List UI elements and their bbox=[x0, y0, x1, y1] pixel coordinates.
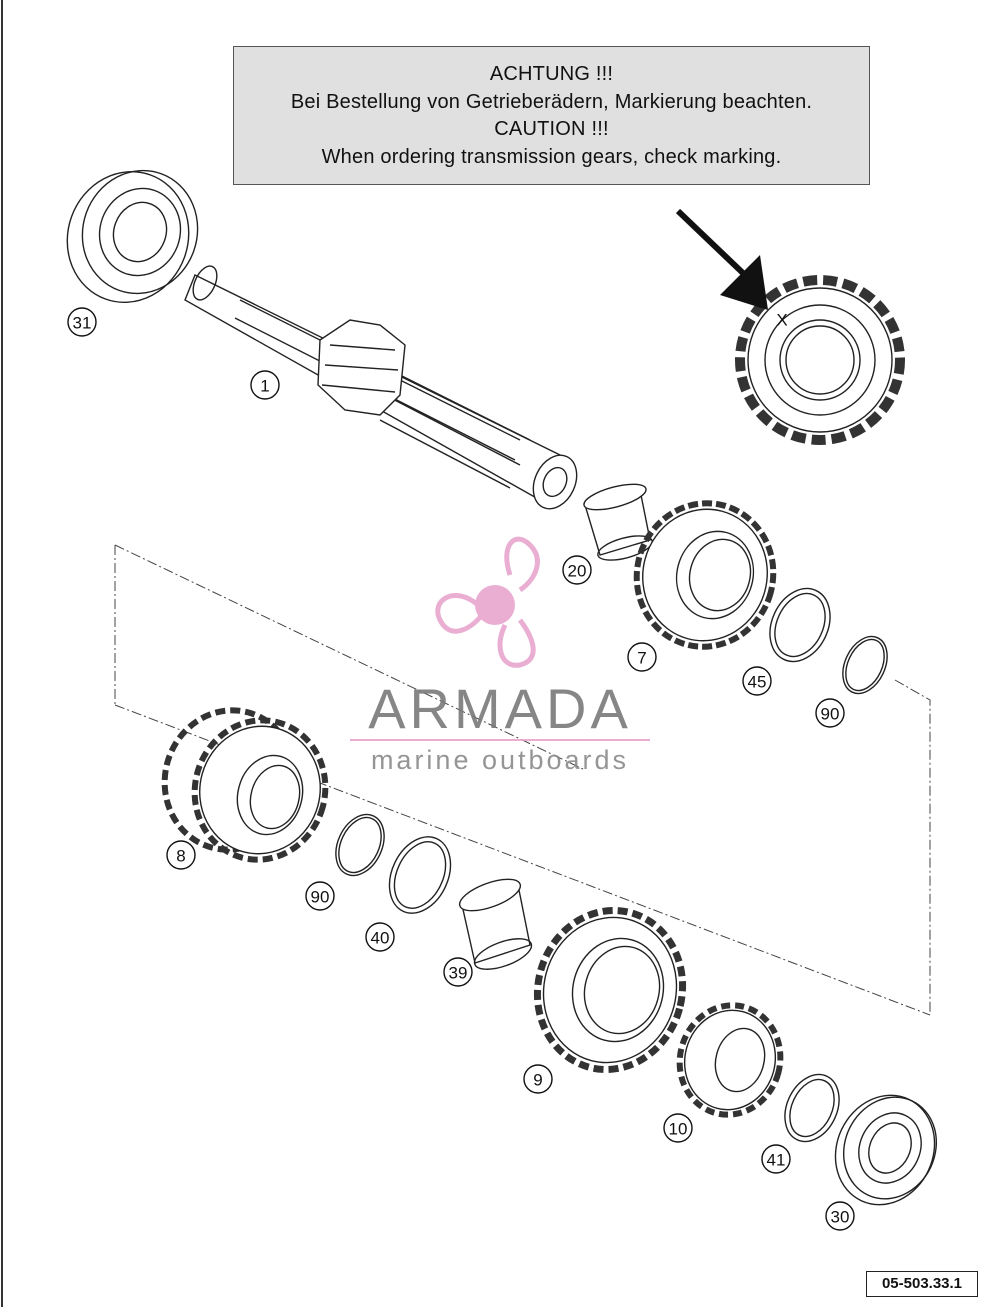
caution-notice-box: ACHTUNG !!! Bei Bestellung von Getrieber… bbox=[233, 46, 870, 185]
bushing-39 bbox=[458, 878, 533, 970]
notice-line-en-title: CAUTION !!! bbox=[494, 118, 609, 140]
part-number: 30 bbox=[831, 1208, 850, 1227]
part-number: 1 bbox=[260, 377, 269, 396]
part-number: 10 bbox=[669, 1120, 688, 1139]
gear-8 bbox=[161, 707, 329, 863]
part-number: 8 bbox=[176, 847, 185, 866]
part-label-9: 9 bbox=[523, 1064, 553, 1094]
notice-line-en-text: When ordering transmission gears, check … bbox=[321, 145, 782, 168]
part-number: 31 bbox=[73, 314, 92, 333]
washer-45 bbox=[769, 587, 831, 663]
part-label-45: 45 bbox=[742, 666, 772, 696]
marked-gear-detail bbox=[735, 275, 905, 445]
reference-code: 05-503.33.1 bbox=[866, 1271, 978, 1297]
marking-arrow bbox=[675, 208, 768, 310]
propeller-logo-icon bbox=[435, 536, 540, 668]
part-number: 7 bbox=[637, 649, 646, 668]
part-label-90: 90 bbox=[815, 698, 845, 728]
part-label-31: 31 bbox=[67, 307, 97, 337]
part-label-40: 40 bbox=[365, 922, 395, 952]
part-label-90: 90 bbox=[305, 881, 335, 911]
part-label-30: 30 bbox=[825, 1201, 855, 1231]
notice-line-de-text: Bei Bestellung von Getrieberädern, Marki… bbox=[290, 90, 813, 113]
part-label-39: 39 bbox=[443, 957, 473, 987]
part-label-7: 7 bbox=[627, 642, 657, 672]
watermark-tagline: marine outboards bbox=[371, 745, 629, 775]
washer-40 bbox=[388, 836, 452, 914]
part-label-20: 20 bbox=[562, 555, 592, 585]
notice-line-de-title: ACHTUNG !!! bbox=[489, 63, 614, 85]
part-number: 90 bbox=[821, 705, 840, 724]
circlip-90-bottom bbox=[335, 813, 385, 877]
washer-41 bbox=[784, 1073, 840, 1143]
main-shaft-1 bbox=[184, 265, 578, 510]
part-number: 9 bbox=[533, 1071, 542, 1090]
gear-7 bbox=[633, 500, 777, 650]
marking-x: X bbox=[776, 311, 787, 330]
part-label-41: 41 bbox=[761, 1144, 791, 1174]
bearing-30 bbox=[834, 1094, 938, 1206]
part-number: 39 bbox=[449, 964, 468, 983]
gear-10 bbox=[676, 1002, 784, 1118]
circlip-90-top bbox=[842, 635, 888, 695]
part-number: 45 bbox=[748, 673, 767, 692]
bushing-20 bbox=[583, 483, 653, 561]
armada-watermark: ARMADA marine outboards bbox=[350, 536, 650, 775]
part-number: 41 bbox=[767, 1151, 786, 1170]
part-label-10: 10 bbox=[663, 1113, 693, 1143]
part-number: 90 bbox=[311, 888, 330, 907]
gear-9 bbox=[533, 907, 687, 1073]
part-number: 40 bbox=[371, 929, 390, 948]
watermark-name: ARMADA bbox=[368, 677, 632, 740]
part-labels: 31 1 20 7 45 90 8 90 40 39 9 10 41 30 bbox=[67, 307, 855, 1231]
part-number: 20 bbox=[568, 562, 587, 581]
bearing-31 bbox=[66, 169, 199, 304]
part-label-1: 1 bbox=[250, 370, 280, 400]
part-label-8: 8 bbox=[166, 840, 196, 870]
